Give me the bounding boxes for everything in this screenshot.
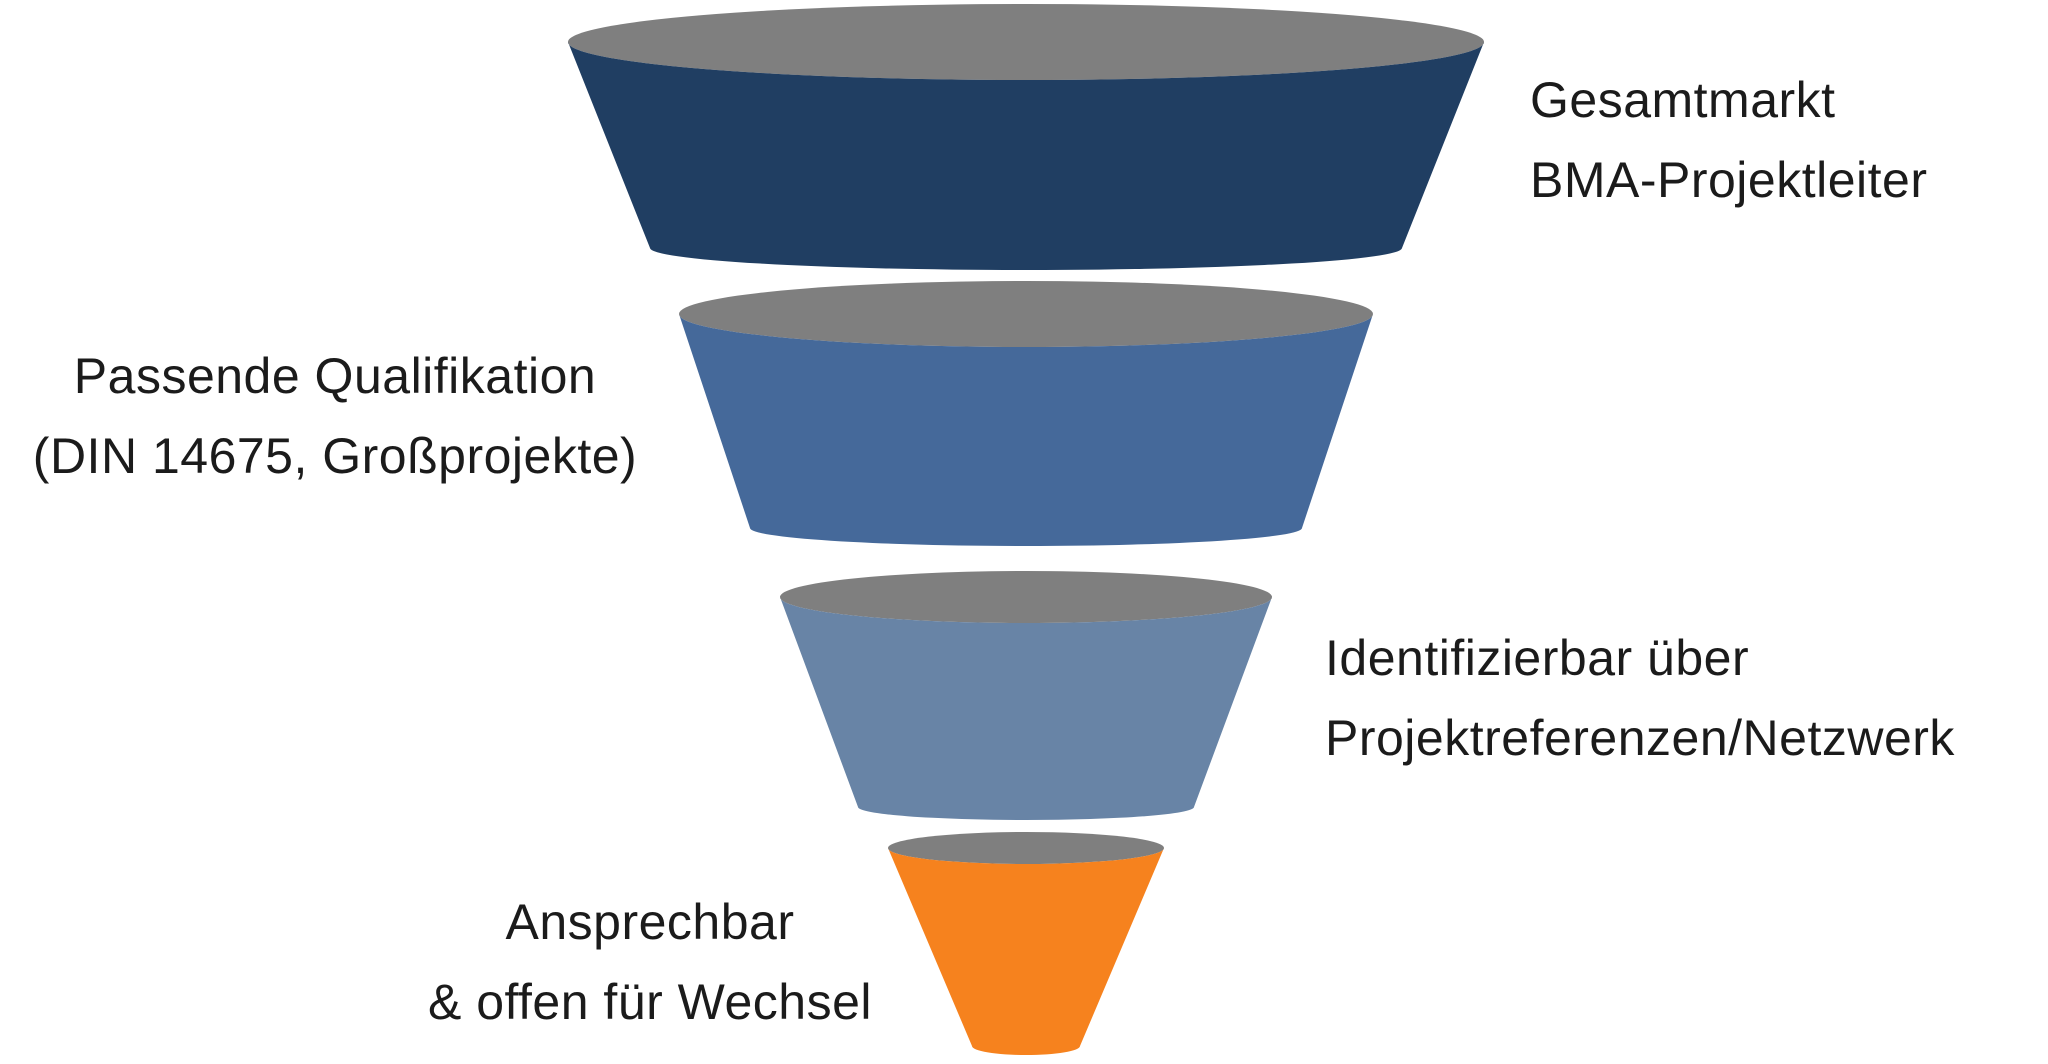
label-qualifikation: Passende Qualifikation (DIN 14675, Großp… [30, 336, 640, 496]
label-gesamtmarkt-line-2: BMA-Projektleiter [1530, 152, 1928, 208]
label-identifizierbar-line-1: Identifizierbar über [1325, 630, 1750, 686]
label-gesamtmarkt-line-1: Gesamtmarkt [1530, 72, 1836, 128]
label-ansprechbar: Ansprechbar & offen für Wechsel [350, 882, 950, 1042]
funnel-stage-ansprechbar [888, 832, 1164, 1055]
funnel-body-4 [888, 848, 1164, 1055]
funnel-stage-qualifikation [679, 281, 1373, 546]
funnel-rim-2-icon [679, 281, 1373, 347]
funnel-rim-1-icon [568, 4, 1484, 80]
funnel-rim-3-icon [780, 571, 1272, 623]
funnel-body-2 [679, 314, 1373, 546]
funnel-rim-4-icon [888, 832, 1164, 864]
label-qualifikation-line-2: (DIN 14675, Großprojekte) [32, 428, 638, 484]
label-identifizierbar-line-2: Projektreferenzen/Netzwerk [1325, 710, 1955, 766]
label-ansprechbar-line-2: & offen für Wechsel [428, 974, 872, 1030]
label-ansprechbar-line-1: Ansprechbar [505, 894, 795, 950]
label-identifizierbar: Identifizierbar über Projektreferenzen/N… [1325, 618, 1955, 778]
funnel-stage-gesamtmarkt [568, 4, 1484, 270]
funnel-body-3 [780, 597, 1272, 820]
label-qualifikation-line-1: Passende Qualifikation [73, 348, 597, 404]
label-gesamtmarkt: Gesamtmarkt BMA-Projektleiter [1530, 60, 1928, 220]
funnel-body-1 [568, 42, 1484, 270]
funnel-stage-identifizierbar [780, 571, 1272, 820]
